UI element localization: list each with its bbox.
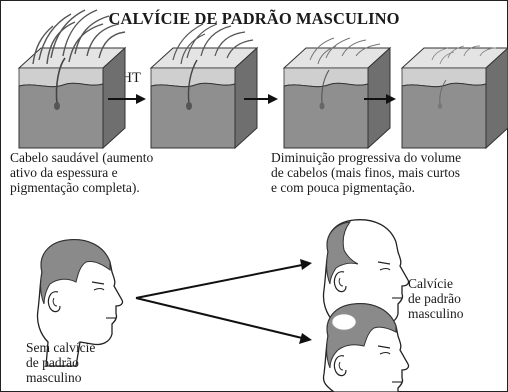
caption-healthy: Cabelo saudável (aumento ativo da espess… [10,150,154,195]
skin-block-stage-3 [283,37,391,149]
head-crown-thinning [322,303,410,392]
caption-no-baldness: Sem calvície de padrão masculino [26,340,96,385]
caption-baldness: Calvície de padrão masculino [408,276,464,321]
progression-arrows [108,94,396,104]
skin-block-stage-2 [150,23,258,149]
skin-block-healthy [18,9,126,149]
figure-title: CALVÍCIE DE PADRÃO MASCULINO [108,9,400,28]
skin-block-stage-4 [401,45,508,149]
head-full-hair [36,239,124,367]
outcome-arrows [135,259,312,344]
caption-thinning: Diminuição progressiva do volume de cabe… [271,150,462,195]
